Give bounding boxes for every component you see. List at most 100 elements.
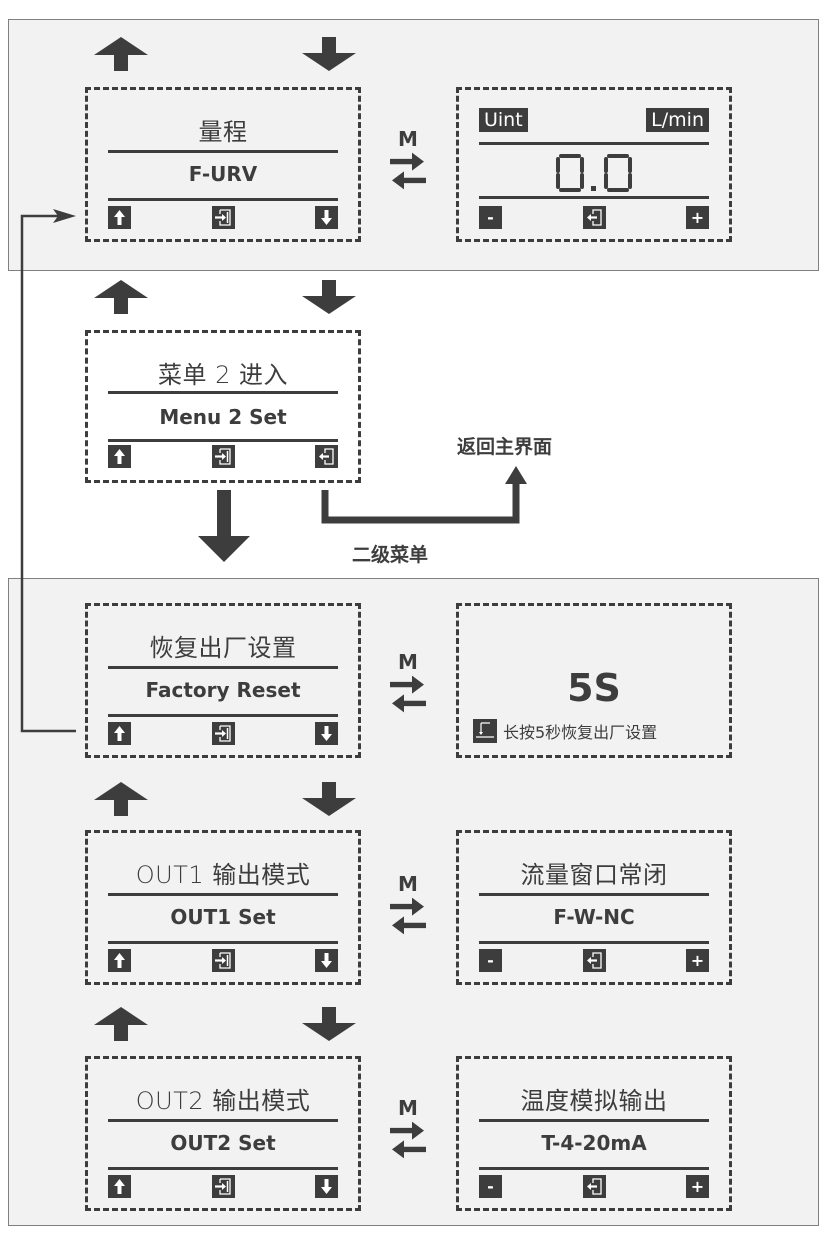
main-menu-panel bbox=[8, 19, 819, 271]
divider bbox=[479, 1167, 709, 1170]
mode-key-label: M bbox=[398, 650, 418, 674]
unit-value: L/min bbox=[646, 108, 709, 132]
out1-menu-screen[interactable]: OUT1 输出模式 OUT1 Set bbox=[85, 830, 361, 985]
divider bbox=[479, 941, 709, 944]
enter-icon bbox=[212, 445, 235, 468]
enter-icon bbox=[212, 949, 235, 972]
screen-title: 流量窗口常闭 bbox=[520, 861, 668, 889]
exit-icon bbox=[583, 1175, 606, 1198]
down-button[interactable] bbox=[315, 1175, 338, 1198]
divider bbox=[479, 142, 709, 145]
enter-button[interactable] bbox=[212, 206, 235, 229]
screen-value: OUT2 Set bbox=[170, 1131, 276, 1155]
mode-switch: M bbox=[388, 650, 428, 718]
return-main-label: 返回主界面 bbox=[457, 436, 553, 458]
divider bbox=[108, 1119, 338, 1122]
exit-icon bbox=[583, 206, 606, 229]
arrow-up-icon bbox=[108, 1175, 131, 1198]
enter-button[interactable] bbox=[212, 722, 235, 745]
screen-title: 恢复出厂设置 bbox=[149, 634, 297, 662]
divider bbox=[479, 1119, 709, 1122]
divider bbox=[108, 666, 338, 669]
decrease-button[interactable]: - bbox=[479, 206, 502, 229]
arrow-up-icon bbox=[94, 280, 148, 314]
menu2-entry-screen[interactable]: 菜单 2 进入 Menu 2 Set bbox=[85, 330, 361, 483]
out2-menu-screen[interactable]: OUT2 输出模式 OUT2 Set bbox=[85, 1056, 361, 1211]
up-button[interactable] bbox=[108, 949, 131, 972]
up-button[interactable] bbox=[108, 206, 131, 229]
up-button[interactable] bbox=[108, 1175, 131, 1198]
divider bbox=[108, 391, 338, 394]
mode-switch: M bbox=[388, 872, 428, 940]
enter-icon bbox=[212, 206, 235, 229]
screen-title: OUT2 输出模式 bbox=[135, 1087, 311, 1115]
loop-connector bbox=[20, 209, 76, 733]
divider bbox=[479, 196, 709, 199]
divider bbox=[108, 150, 338, 153]
down-button[interactable] bbox=[315, 722, 338, 745]
screen-value: F-W-NC bbox=[553, 905, 635, 929]
arrow-up-icon bbox=[108, 949, 131, 972]
exit-button[interactable] bbox=[583, 949, 606, 972]
arrow-down-icon bbox=[302, 782, 356, 816]
increase-button[interactable]: + bbox=[686, 949, 709, 972]
enter-icon bbox=[212, 1175, 235, 1198]
mode-switch-arrows-icon bbox=[390, 151, 426, 195]
arrow-up-icon bbox=[94, 782, 148, 816]
enter-button[interactable] bbox=[212, 445, 235, 468]
exit-button[interactable] bbox=[583, 1175, 606, 1198]
increase-button[interactable]: + bbox=[686, 206, 709, 229]
enter-button[interactable] bbox=[212, 1175, 235, 1198]
mode-switch-arrows-icon bbox=[390, 896, 426, 940]
enter-icon bbox=[212, 722, 235, 745]
arrow-down-icon bbox=[302, 1007, 356, 1041]
mode-switch: M bbox=[388, 1096, 428, 1164]
long-press-icon bbox=[473, 719, 497, 743]
up-button[interactable] bbox=[108, 445, 131, 468]
divider bbox=[108, 893, 338, 896]
decrease-button[interactable]: - bbox=[479, 949, 502, 972]
hold-duration: 5S bbox=[567, 666, 621, 710]
arrow-down-icon bbox=[315, 722, 338, 745]
arrow-down-icon bbox=[315, 949, 338, 972]
factory-reset-screen[interactable]: 恢复出厂设置 Factory Reset bbox=[85, 603, 361, 758]
mode-key-label: M bbox=[398, 872, 418, 896]
reading-display bbox=[459, 152, 729, 198]
screen-value: T-4-20mA bbox=[541, 1131, 647, 1155]
out2-option-screen[interactable]: 温度模拟输出 T-4-20mA - + bbox=[456, 1056, 732, 1211]
arrow-up-icon bbox=[94, 1007, 148, 1041]
mode-key-label: M bbox=[398, 127, 418, 151]
divider bbox=[108, 439, 338, 442]
decrease-button[interactable]: - bbox=[479, 1175, 502, 1198]
screen-title: 菜单 2 进入 bbox=[157, 361, 289, 389]
screen-value: Menu 2 Set bbox=[159, 405, 287, 429]
exit-icon bbox=[583, 949, 606, 972]
arrow-up-icon bbox=[94, 37, 148, 71]
range-menu-screen[interactable]: 量程 F-URV bbox=[85, 87, 361, 242]
down-button[interactable] bbox=[315, 206, 338, 229]
mode-switch-arrows-icon bbox=[390, 674, 426, 718]
seven-segment-reading bbox=[556, 154, 632, 192]
screen-title: OUT1 输出模式 bbox=[135, 861, 311, 889]
down-button[interactable] bbox=[315, 949, 338, 972]
up-button[interactable] bbox=[108, 722, 131, 745]
divider bbox=[108, 198, 338, 201]
range-edit-screen[interactable]: Uint L/min - + bbox=[456, 87, 732, 242]
divider bbox=[479, 893, 709, 896]
arrow-down-icon bbox=[315, 1175, 338, 1198]
exit-button[interactable] bbox=[315, 445, 338, 468]
screen-value: F-URV bbox=[188, 162, 258, 186]
divider bbox=[108, 714, 338, 717]
arrow-down-icon bbox=[302, 37, 356, 71]
arrow-down-icon bbox=[302, 280, 356, 314]
screen-title: 温度模拟输出 bbox=[520, 1087, 668, 1115]
hold-hint: 长按5秒恢复出厂设置 bbox=[473, 719, 657, 743]
increase-button[interactable]: + bbox=[686, 1175, 709, 1198]
screen-title: 量程 bbox=[198, 118, 248, 146]
submenu-label: 二级菜单 bbox=[352, 544, 429, 566]
hold-hint-text: 长按5秒恢复出厂设置 bbox=[503, 723, 658, 742]
out1-option-screen[interactable]: 流量窗口常闭 F-W-NC - + bbox=[456, 830, 732, 985]
factory-reset-confirm-screen[interactable]: 5S 长按5秒恢复出厂设置 bbox=[456, 603, 732, 758]
enter-button[interactable] bbox=[212, 949, 235, 972]
exit-button[interactable] bbox=[583, 206, 606, 229]
